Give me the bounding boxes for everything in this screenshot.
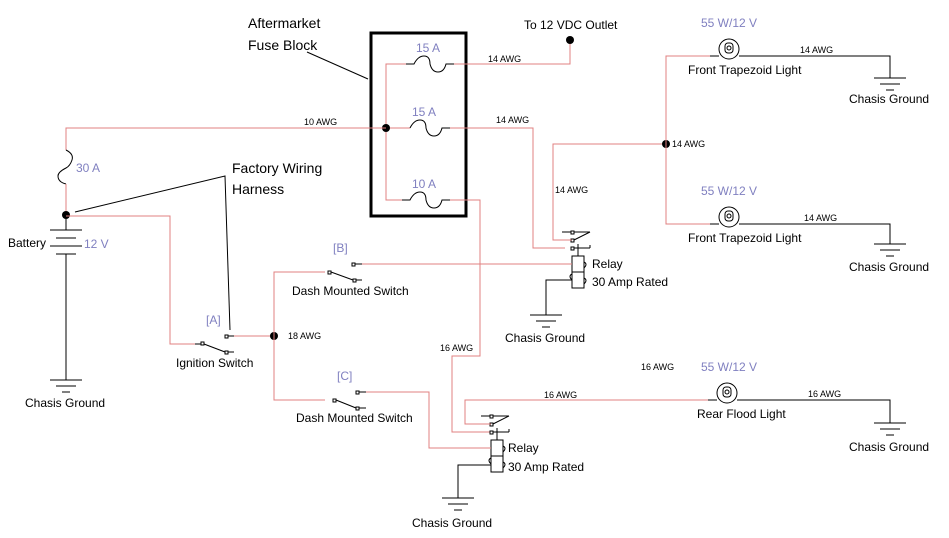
fuse-block-bus	[385, 63, 406, 201]
outlet-terminal	[566, 36, 574, 44]
front-light-2-ground-wire	[739, 223, 891, 244]
ground-symbol-front-2	[874, 243, 906, 257]
harness-callout-line2: Harness	[232, 181, 284, 197]
ground-symbol-relay1	[530, 314, 562, 328]
dash-switch-b[interactable]	[327, 262, 362, 283]
front-lights-feed-wire	[665, 55, 710, 225]
fuse-3-rating: 10 A	[412, 177, 436, 191]
fuse2-out-gauge: 14 AWG	[496, 115, 529, 125]
front-light-2-rating: 55 W/12 V	[701, 184, 757, 198]
outlet-gauge: 14 AWG	[488, 54, 521, 64]
ground-label-front-1: Chasis Ground	[849, 92, 929, 106]
fuse-block-box	[369, 31, 468, 218]
battery-label: Battery	[8, 236, 46, 250]
front-light-1-gauge: 14 AWG	[800, 45, 833, 55]
outlet-wire	[454, 40, 571, 65]
ground-label-relay1: Chasis Ground	[505, 331, 585, 345]
fuse-block-callout-line	[306, 51, 369, 80]
front-light-1-label: Front Trapezoid Light	[688, 63, 802, 77]
ground-label-battery: Chasis Ground	[25, 396, 105, 410]
rear-light-ground-wire	[737, 399, 891, 423]
dash-switch-c-tag: [C]	[337, 369, 352, 383]
fuse-1	[406, 55, 454, 73]
main-fuse-rating: 30 A	[76, 161, 100, 175]
ignition-switch[interactable]	[195, 334, 234, 355]
fuse3-out-gauge: 16 AWG	[440, 343, 473, 353]
ground-label-relay2: Chasis Ground	[412, 516, 492, 530]
relay2-to-rear-light-wire	[464, 399, 710, 425]
fuse-block-callout-line1: Aftermarket	[248, 15, 320, 31]
dash-switch-c-label: Dash Mounted Switch	[296, 411, 413, 425]
fuse-block-callout-line2: Fuse Block	[248, 37, 318, 53]
relay-2-rating: 30 Amp Rated	[508, 460, 584, 474]
relay1-ground-wire	[545, 279, 572, 315]
front-light-1-ground-wire	[739, 55, 891, 78]
relay-2-label: Relay	[508, 441, 539, 455]
fuse-1-rating: 15 A	[416, 41, 440, 55]
relay-1-label: Relay	[592, 257, 623, 271]
harness-callout-line1: Factory Wiring	[232, 160, 322, 176]
ignition-switch-label: Ignition Switch	[176, 356, 253, 370]
front-junction-gauge: 14 AWG	[672, 139, 705, 149]
main-fuse-symbol	[57, 149, 73, 185]
battery-to-ignition-wire	[66, 215, 195, 345]
switch-bus-gauge: 18 AWG	[288, 331, 321, 341]
front-light-2-bulb	[718, 206, 740, 228]
battery-symbol	[50, 215, 82, 380]
relay2-out-gauge: 16 AWG	[544, 390, 577, 400]
main-feed-wire	[65, 127, 386, 150]
fuse3-to-relay2-wire	[450, 199, 490, 433]
front-light-2-gauge: 14 AWG	[804, 213, 837, 223]
rear-light-bulb	[716, 382, 738, 404]
front-light-1-rating: 55 W/12 V	[701, 16, 757, 30]
relay-1	[562, 230, 591, 289]
switch-bus-wire	[273, 271, 325, 401]
relay1-out-gauge: 14 AWG	[555, 185, 588, 195]
ground-label-rear: Chasis Ground	[849, 440, 929, 454]
relay-1-rating: 30 Amp Rated	[592, 275, 668, 289]
relay2-ground-wire	[457, 464, 491, 498]
main-feed-gauge: 10 AWG	[304, 117, 337, 127]
front-light-1-bulb	[718, 38, 740, 60]
rear-light-gauge: 16 AWG	[808, 389, 841, 399]
ground-label-front-2: Chasis Ground	[849, 260, 929, 274]
ground-symbol-front-1	[874, 77, 906, 91]
ground-symbol-relay2	[442, 497, 474, 511]
front-light-2-label: Front Trapezoid Light	[688, 231, 802, 245]
fuse-3	[402, 191, 450, 209]
ground-symbol-battery	[50, 379, 82, 393]
dash-switch-b-label: Dash Mounted Switch	[292, 284, 409, 298]
fuse2-to-relay1-wire	[450, 127, 565, 249]
harness-callout-line	[74, 175, 231, 331]
switch-c-to-relay2-wire	[366, 391, 481, 449]
battery-voltage: 12 V	[84, 237, 109, 251]
fuse-2-rating: 15 A	[412, 105, 436, 119]
rear-light-label: Rear Flood Light	[697, 407, 786, 421]
relay1-to-junction-wire	[552, 143, 666, 241]
relay-2	[481, 414, 510, 473]
dash-switch-c[interactable]	[332, 390, 366, 411]
rear-light-rating: 55 W/12 V	[701, 360, 757, 374]
ground-symbol-rear	[874, 422, 906, 436]
dash-switch-b-tag: [B]	[333, 241, 348, 255]
fuse-2	[409, 119, 450, 137]
ignition-switch-tag: [A]	[206, 313, 221, 327]
outlet-label: To 12 VDC Outlet	[524, 18, 618, 32]
rear-feed-gauge: 16 AWG	[641, 362, 674, 372]
